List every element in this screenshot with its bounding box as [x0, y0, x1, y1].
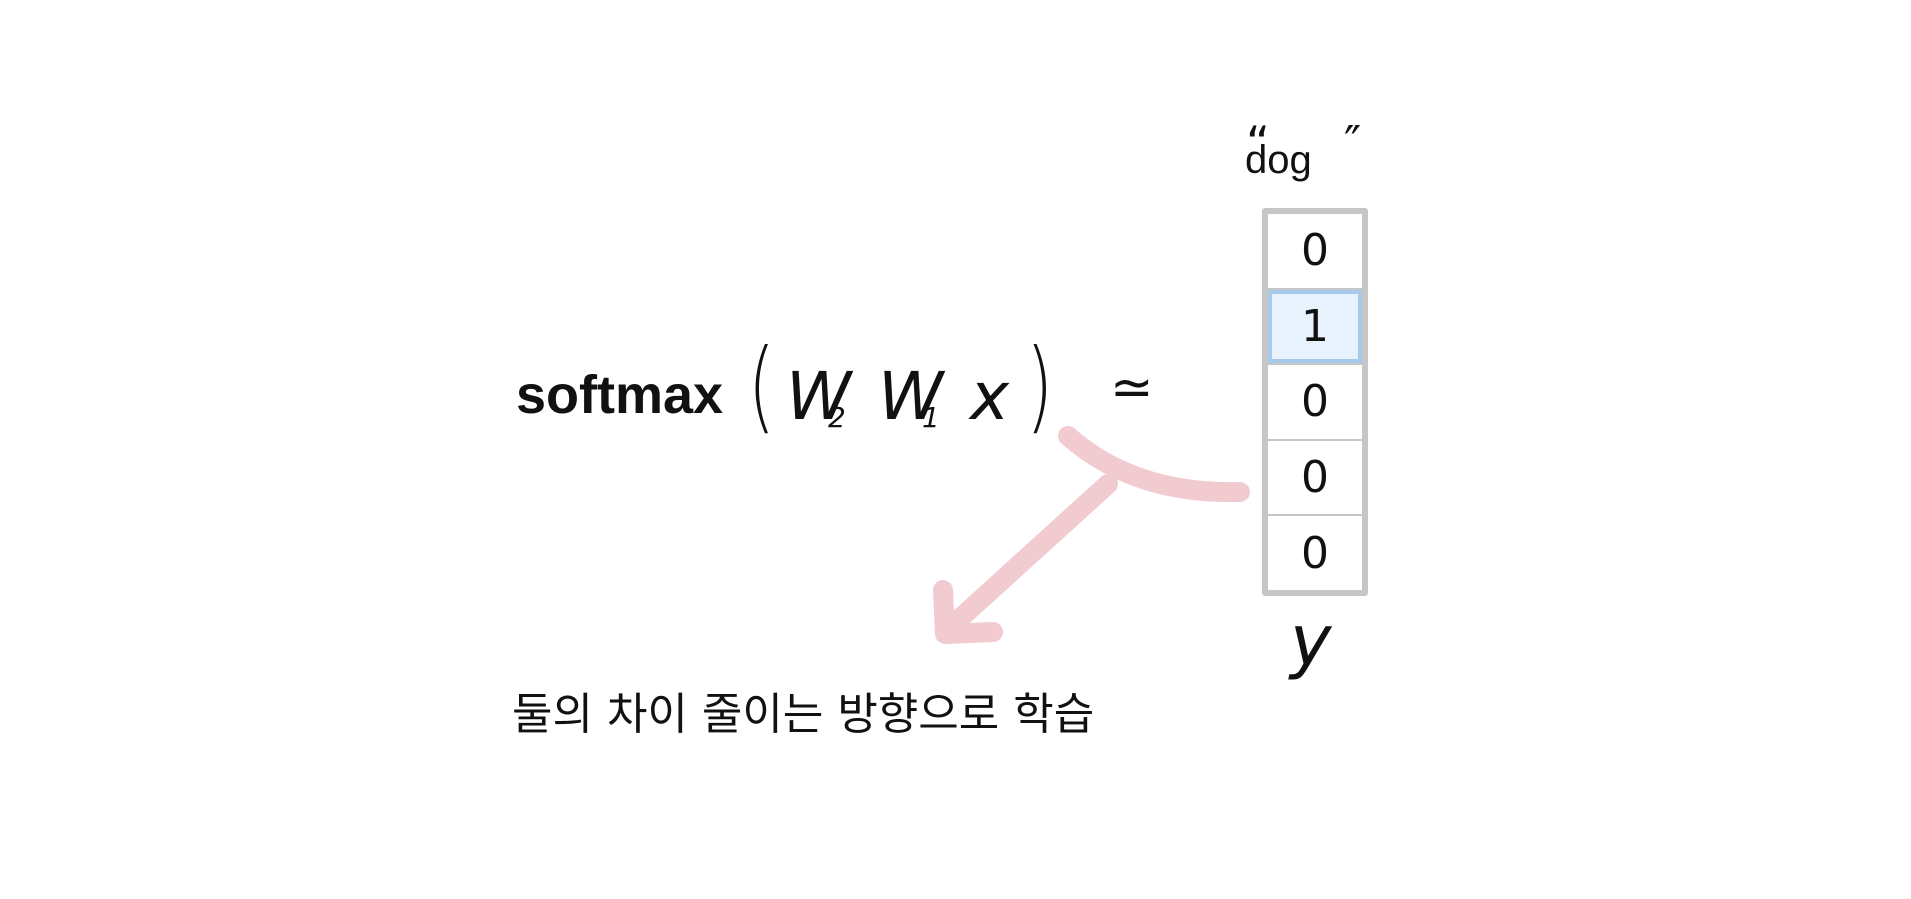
y-label: y [1290, 600, 1332, 682]
arrow-head [933, 580, 1003, 644]
open-paren: ( [747, 327, 776, 444]
quote-open: “ [1246, 116, 1270, 170]
target-label: dog [1245, 138, 1312, 182]
vector-cell: 0 [1268, 214, 1362, 290]
approx-symbol: ≃ [1110, 358, 1154, 418]
w2-symbol: W [786, 358, 852, 435]
vector-cell: 0 [1268, 365, 1362, 441]
one-hot-vector: 0 1 0 0 0 [1262, 208, 1368, 596]
quote-close: ″ [1344, 116, 1362, 170]
close-paren: ) [1025, 327, 1054, 444]
softmax-label: softmax [516, 365, 724, 425]
arrow-shaft [935, 474, 1118, 642]
w1-subscript: 1 [922, 401, 940, 434]
vector-cell: 0 [1268, 441, 1362, 517]
arrow-bracket [1058, 426, 1250, 503]
x-symbol: x [970, 358, 1010, 435]
vector-cell: 0 [1301, 527, 1329, 579]
w1-symbol: W [878, 358, 944, 435]
vector-cell-highlighted: 1 [1268, 289, 1362, 366]
caption: 둘의 차이 줄이는 방향으로 학습 [512, 689, 1095, 740]
w2-subscript: 2 [828, 401, 846, 434]
